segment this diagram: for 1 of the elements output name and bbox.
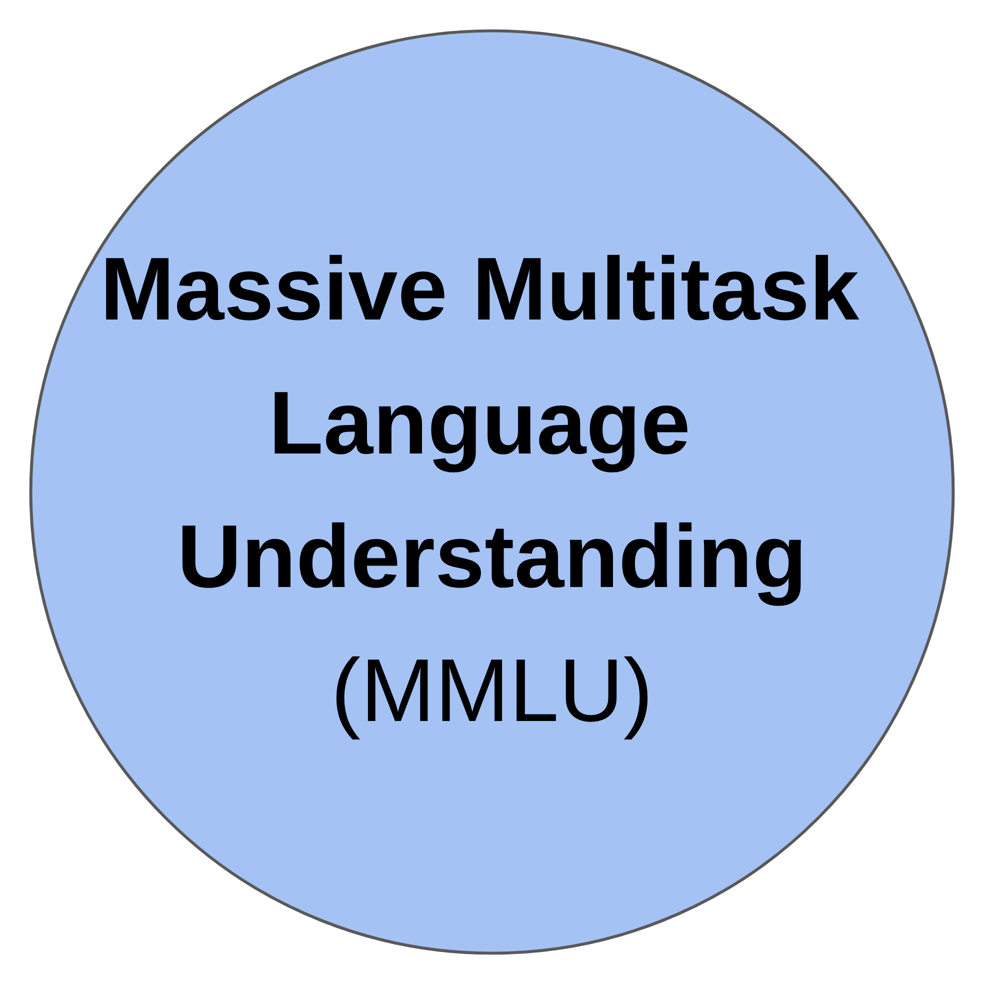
node-circle: Massive Multitask Language Understanding (MMLU) [29,29,955,955]
